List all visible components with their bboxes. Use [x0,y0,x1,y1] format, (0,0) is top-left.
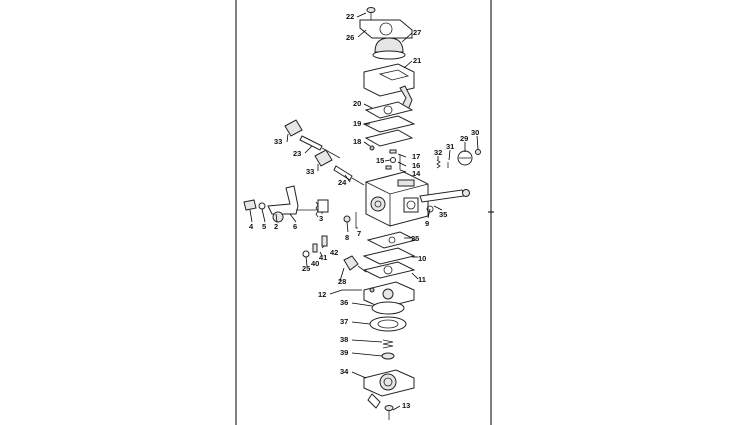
callout-41: 41 [319,253,327,262]
callout-16: 16 [412,161,420,170]
throttle-lever-assembly [243,185,329,223]
screw-13 [384,405,394,420]
callout-10: 10 [418,254,426,263]
callout-31: 31 [446,142,454,151]
callout-32: 32 [434,148,442,157]
callout-15: 15 [376,156,384,165]
gasket-20 [364,101,414,119]
callout-8: 8 [345,233,349,242]
callout-17: 17 [412,152,420,161]
callout-30: 30 [471,128,479,137]
diaphragm-19 [362,115,416,133]
callout-33-lower: 33 [306,167,314,176]
callout-20: 20 [353,99,361,108]
callout-9: 9 [425,219,429,228]
callout-28: 28 [338,277,346,286]
callout-27: 27 [413,28,421,37]
callout-39: 39 [340,348,348,357]
callout-4: 4 [249,222,254,231]
callout-35: 35 [439,210,447,219]
metering-needle-28 [343,255,367,273]
primer-bulb-27 [372,37,406,60]
screw-22 [366,7,376,20]
clip-9 [426,205,434,213]
pump-housing-21 [363,63,415,111]
cover-26 [359,19,413,39]
callout-34: 34 [340,367,349,376]
callout-24: 24 [338,178,347,187]
callout-13: 13 [402,401,410,410]
callout-2: 2 [274,222,278,231]
gasket-36 [371,301,405,315]
diagram-frame [235,0,494,425]
callout-6: 6 [293,222,297,231]
needle-assembly-upper [284,119,341,159]
callout-labels: 22 26 27 21 20 19 18 17 16 15 14 33 23 3… [249,12,479,410]
callout-25-right: 25 [411,234,419,243]
parts-14-17 [385,149,401,170]
callout-26: 26 [346,33,354,42]
callout-7: 7 [357,229,361,238]
spring-38 [382,339,394,349]
callout-5: 5 [262,222,266,231]
carburetor-body [365,171,429,227]
callout-40: 40 [311,259,319,268]
callout-36: 36 [340,298,348,307]
callout-18: 18 [353,137,361,146]
callout-37: 37 [340,317,348,326]
cap-39 [381,352,395,360]
screw-8-and-pin-7 [343,212,357,228]
needle-assembly-lower [314,149,365,186]
callout-33-upper: 33 [274,137,282,146]
leader-lines [249,12,479,411]
cover-34 [363,369,415,409]
callout-21: 21 [413,56,421,65]
callout-42: 42 [330,248,338,257]
callout-38: 38 [340,335,348,344]
callout-29: 29 [460,134,468,143]
callout-14: 14 [412,169,421,178]
callout-22: 22 [346,12,354,21]
choke-shaft-35 [419,189,470,203]
callout-3: 3 [319,214,323,223]
callout-12: 12 [318,290,326,299]
callout-25-left: 25 [302,264,310,273]
diaphragm-37 [369,316,407,332]
metering-housing-12 [363,281,415,309]
parts-29-32 [436,149,481,169]
gasket-25 [366,231,418,249]
callout-19: 19 [353,119,361,128]
gasket-10 [362,247,416,265]
gasket-18 [364,129,414,151]
diaphragm-11 [362,261,416,279]
callout-23: 23 [293,149,301,158]
callout-11: 11 [418,275,426,284]
